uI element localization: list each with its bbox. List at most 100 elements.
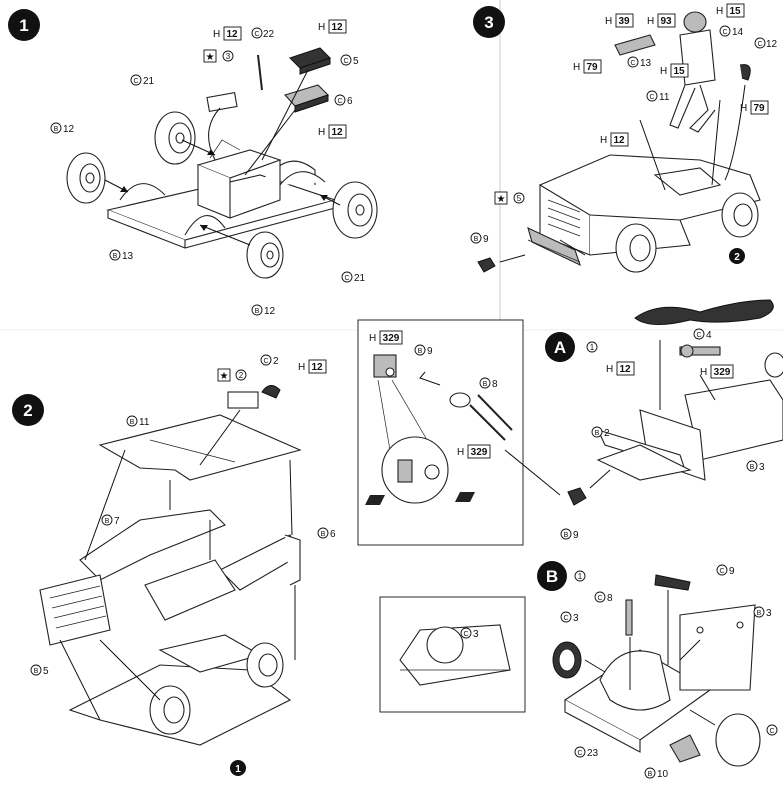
svg-text:2: 2 [734,252,740,263]
step-b-panel: B 1 C 8 C 9 C 3 [537,561,778,780]
svg-text:6: 6 [347,96,353,107]
svg-text:B: B [546,567,558,586]
label-c4: C 4 [693,328,712,341]
detail-box-b9: H 329 B 9 B 8 H 329 [357,319,561,546]
label-c21-top: C 21 [130,74,155,87]
svg-text:C: C [722,29,727,36]
svg-text:9: 9 [729,566,735,577]
svg-text:H: H [457,447,464,458]
label-b2: B 2 [591,426,610,439]
svg-text:C: C [133,78,138,85]
jeep-grille [547,199,581,237]
svg-text:H: H [298,362,305,373]
hose-h12 [634,299,774,325]
svg-text:1: 1 [578,572,583,581]
wheel-c21-top [154,111,196,165]
label-b12-bottom: B 12 [251,304,276,317]
part-c4 [679,346,721,356]
ref-step-1: 1 [230,760,246,776]
svg-text:C: C [337,98,342,105]
svg-text:C: C [343,58,348,65]
step-a-marker [545,332,575,362]
ref-step-2: 2 [729,248,745,264]
step-2-panel: 2 [12,354,336,776]
svg-text:B: B [321,531,326,538]
svg-text:12: 12 [264,306,276,317]
svg-text:C: C [769,728,774,735]
svg-text:2: 2 [239,371,244,380]
svg-text:C: C [597,595,602,602]
wheel-c21-bottom [332,181,378,239]
svg-text:H: H [740,103,747,114]
svg-text:H: H [606,364,613,375]
svg-text:★: ★ [497,194,506,205]
svg-text:★: ★ [220,371,229,382]
svg-text:14: 14 [732,27,744,38]
svg-text:B: B [130,419,135,426]
label-b7: B 7 [101,514,120,527]
windshield-star5 [527,226,581,267]
svg-text:1: 1 [590,343,595,352]
label-c12: C 12 [754,37,778,50]
svg-text:H: H [318,22,325,33]
svg-text:8: 8 [607,593,613,604]
svg-text:12: 12 [226,29,238,40]
label-b10: B 10 [644,767,669,780]
svg-text:H: H [318,127,325,138]
svg-text:C: C [263,358,268,365]
windshield-star2 [227,391,259,409]
svg-text:10: 10 [657,769,669,780]
svg-text:★: ★ [206,52,215,63]
svg-text:5: 5 [517,194,522,203]
label-star-5: ★ 5 [494,191,525,205]
driver-figure [614,11,751,133]
wheel-b12-left [66,152,106,204]
svg-text:H: H [716,6,723,17]
svg-text:5: 5 [353,56,359,67]
panel-b3-stepB [679,604,756,691]
label-h12-step2: H 12 [298,359,327,374]
svg-text:12: 12 [331,127,343,138]
svg-text:C: C [757,41,762,48]
svg-text:B: B [418,348,423,355]
svg-text:C: C [563,615,568,622]
label-star-2: ★ 2 [217,368,247,382]
label-c6-h12: C 6 H 12 [318,94,353,139]
step-a-panel: A 1 C 4 H 12 H 329 B [545,299,783,541]
label-c8: C 8 [594,591,613,604]
detail-zoom-circle [381,436,449,504]
svg-text:12: 12 [619,364,631,375]
svg-text:11: 11 [139,417,150,428]
dashboard-panel [144,559,236,621]
svg-text:B: B [474,236,479,243]
svg-text:3: 3 [226,52,231,61]
svg-text:C: C [696,332,701,339]
svg-text:H: H [369,333,376,344]
svg-text:3: 3 [473,629,479,640]
label-b12-left: B 12 [50,122,75,135]
label-b13: B 13 [109,249,134,262]
svg-text:12: 12 [766,39,778,50]
hood-b11 [98,414,302,481]
label-c9: C 9 [716,564,735,577]
part-c9 [654,574,691,591]
label-h79-left: H 79 [573,59,602,74]
label-b9-stepA: B 9 [560,528,579,541]
step-b-marker [537,561,567,591]
label-c14: C 14 [719,25,744,38]
part-c8 [625,599,633,636]
step-2-marker [12,394,44,426]
label-c21-bottom: C 21 [341,271,366,284]
svg-text:12: 12 [331,22,343,33]
svg-text:93: 93 [660,16,672,27]
svg-text:1: 1 [235,764,241,775]
wheel-b12-bottom [246,231,284,279]
svg-text:B: B [34,668,39,675]
svg-text:C: C [630,60,635,67]
label-h12-stepA: H 12 [606,361,635,376]
grille-b5 [39,574,111,646]
svg-text:6: 6 [330,529,336,540]
part-b10 [669,734,701,763]
label-star-3: ★ 3 [203,49,234,63]
